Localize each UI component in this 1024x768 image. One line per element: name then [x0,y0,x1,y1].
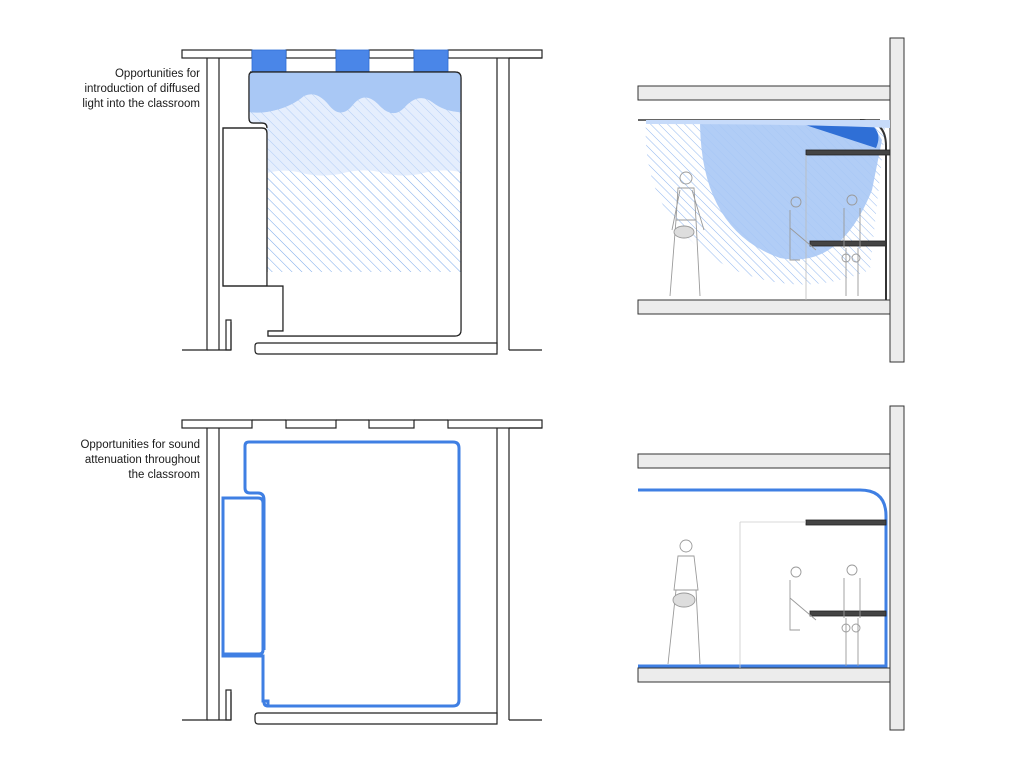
window-light-wells [251,49,449,73]
plan-sound [181,419,543,725]
caption-diffused-light: Opportunities for introduction of diffus… [82,68,200,110]
top-wall-2 [181,419,543,429]
section-sound [637,405,905,731]
right-walls-2 [496,427,542,721]
sound-attenuation-outline [221,440,461,708]
caption-sound-attenuation: Opportunities for sound attenuation thro… [80,439,200,481]
left-walls-2 [182,428,232,721]
bottom-wall-2 [254,712,498,725]
diffused-light-zone [249,72,461,336]
sound-attenuation-surface [638,488,888,668]
shelves [805,149,891,300]
section-light [637,37,905,363]
light-spread-zone [645,120,890,285]
plan-light [181,49,543,355]
shelves-2 [739,519,887,668]
left-walls [182,58,232,351]
right-walls [496,57,542,351]
structure [637,37,905,363]
structure-2 [637,405,905,731]
standing-figure [669,171,705,297]
seated-figures-2 [789,564,861,666]
standing-figure-2 [667,539,701,665]
seated-figures [789,194,861,296]
bottom-wall [254,342,498,355]
